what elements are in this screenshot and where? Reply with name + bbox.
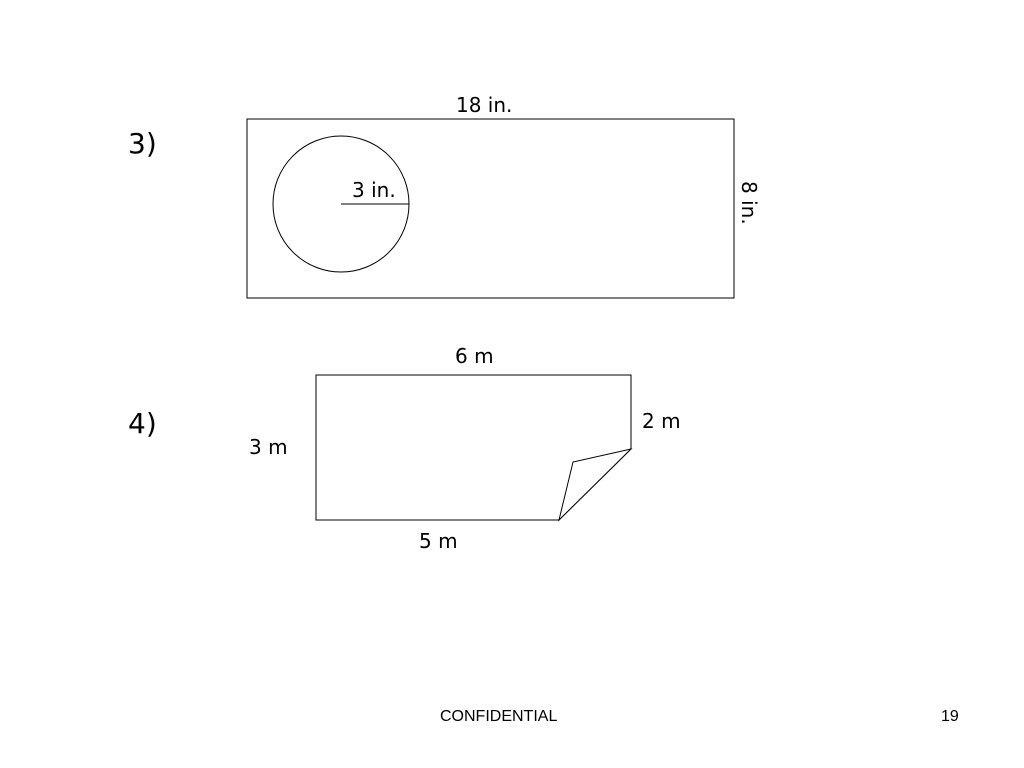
folded-rectangle-outline [315, 374, 632, 521]
label-18-in: 18 in. [456, 93, 512, 117]
label-3-m: 3 m [249, 435, 288, 459]
label-8-in: 8 in. [737, 181, 761, 225]
page-number: 19 [941, 708, 959, 725]
problem-4-number: 4) [128, 407, 157, 440]
footer-confidential-text: CONFIDENTIAL [440, 708, 558, 725]
folded-corner-flap [558, 448, 633, 522]
problem-4-figure: 6 m 3 m 2 m 5 m [249, 344, 681, 553]
label-5-m: 5 m [419, 529, 458, 553]
outer-rectangle [246, 118, 735, 299]
problem-3-figure: 18 in. 3 in. 8 in. [246, 93, 761, 299]
label-6-m: 6 m [455, 344, 494, 368]
label-2-m: 2 m [642, 409, 681, 433]
problem-3-number: 3) [128, 127, 157, 160]
label-3-in: 3 in. [352, 178, 396, 202]
